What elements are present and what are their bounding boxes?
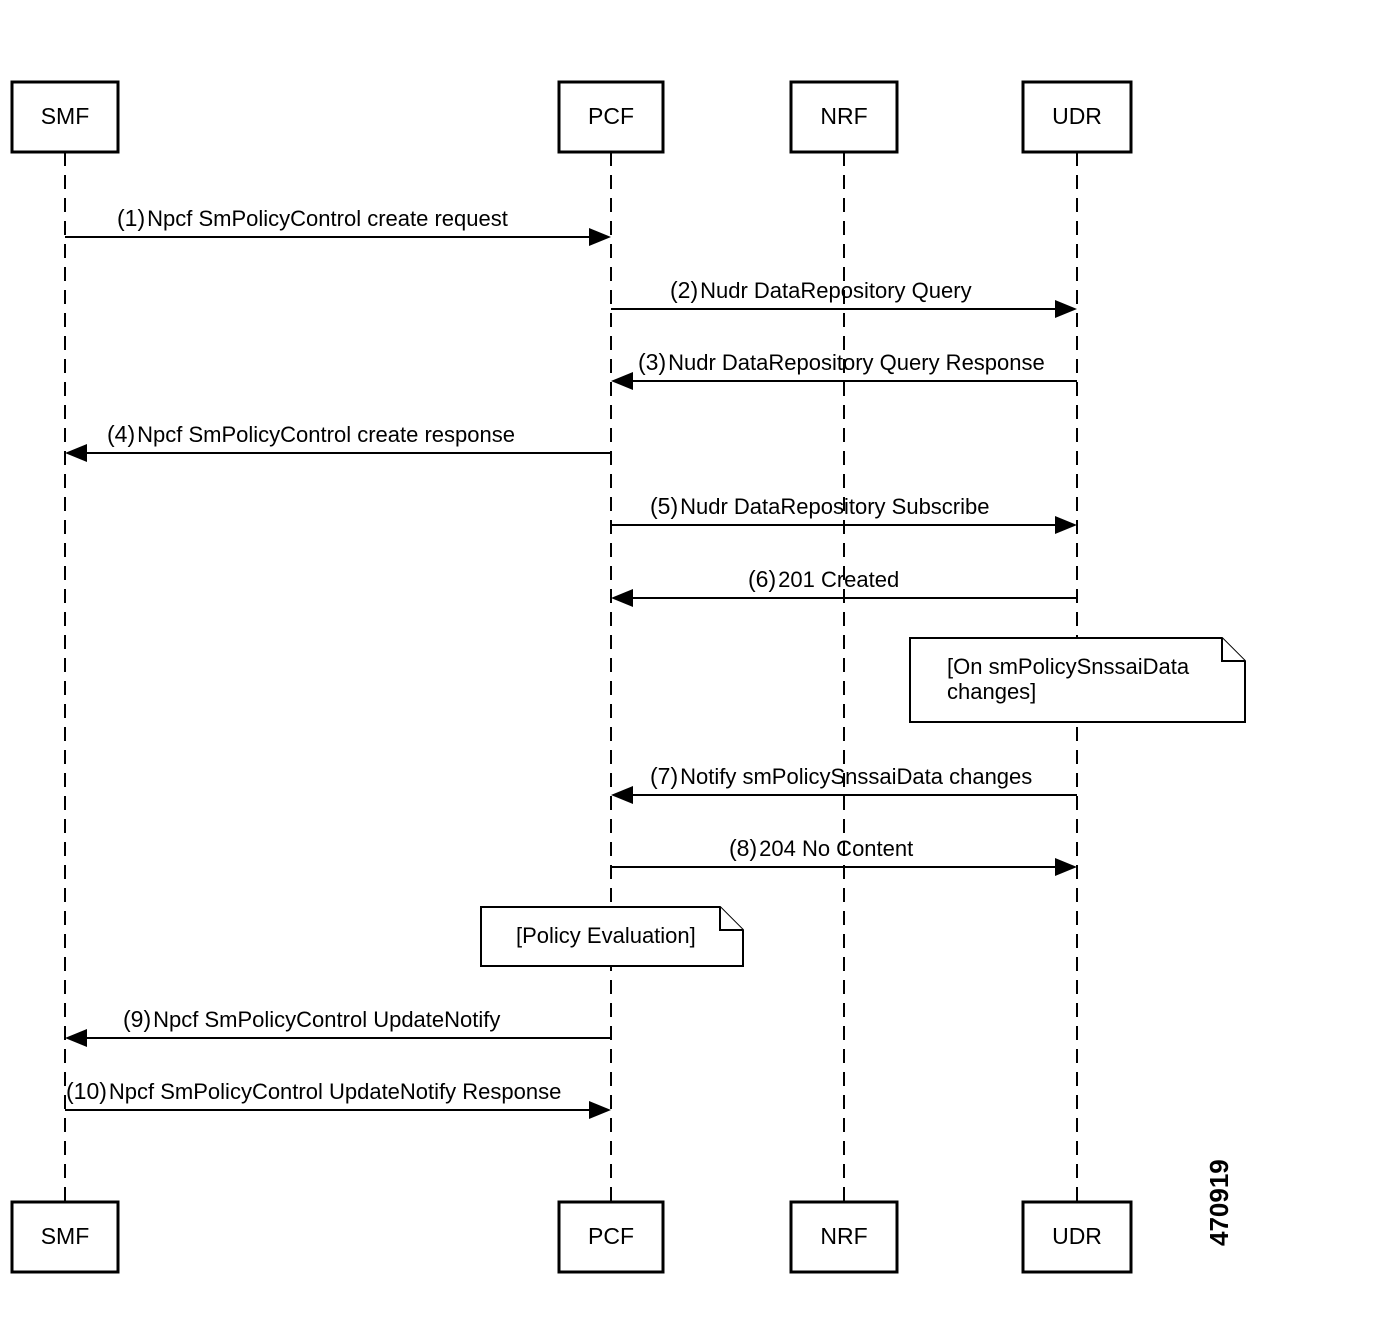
message-text: Nudr DataRepository Query	[700, 278, 971, 303]
participant-pcf-bottom: PCF	[557, 1200, 665, 1274]
arrowhead-icon	[611, 589, 633, 607]
message-text: Npcf SmPolicyControl create response	[137, 422, 515, 447]
message-label: (4)Npcf SmPolicyControl create response	[107, 421, 515, 447]
message-number: (2)	[670, 277, 698, 303]
participant-label: PCF	[588, 103, 634, 129]
message-label: (9)Npcf SmPolicyControl UpdateNotify	[123, 1006, 500, 1032]
message-3: (3)Nudr DataRepository Query Response	[611, 349, 1077, 390]
message-text: 204 No Content	[759, 836, 913, 861]
message-label: (8)204 No Content	[729, 835, 913, 861]
message-8: (8)204 No Content	[611, 835, 1077, 876]
note-policy-evaluation: [Policy Evaluation]	[480, 906, 744, 967]
arrowhead-icon	[1055, 516, 1077, 534]
messages-group: (1)Npcf SmPolicyControl create request (2…	[65, 205, 1077, 1119]
note-line: [Policy Evaluation]	[516, 923, 696, 948]
message-9: (9)Npcf SmPolicyControl UpdateNotify	[65, 1006, 611, 1047]
participant-udr-top: UDR	[1021, 80, 1133, 154]
message-label: (6)201 Created	[748, 566, 899, 592]
arrowhead-icon	[1055, 858, 1077, 876]
message-label: (3)Nudr DataRepository Query Response	[638, 349, 1045, 375]
message-number: (8)	[729, 835, 757, 861]
participant-smf-top: SMF	[10, 80, 120, 154]
message-7: (7)Notify smPolicySnssaiData changes	[611, 763, 1077, 804]
message-2: (2)Nudr DataRepository Query	[611, 277, 1077, 318]
message-label: (10)Npcf SmPolicyControl UpdateNotify Re…	[66, 1078, 561, 1104]
message-text: Nudr DataRepository Query Response	[668, 350, 1045, 375]
message-number: (3)	[638, 349, 666, 375]
message-number: (9)	[123, 1006, 151, 1032]
arrowhead-icon	[611, 786, 633, 804]
participant-udr-bottom: UDR	[1021, 1200, 1133, 1274]
message-6: (6)201 Created	[611, 566, 1077, 607]
message-10: (10)Npcf SmPolicyControl UpdateNotify Re…	[65, 1078, 611, 1119]
participant-label: NRF	[820, 1223, 867, 1249]
participant-label: PCF	[588, 1223, 634, 1249]
arrowhead-icon	[611, 372, 633, 390]
message-label: (2)Nudr DataRepository Query	[670, 277, 972, 303]
participant-label: UDR	[1052, 103, 1102, 129]
arrowhead-icon	[65, 1029, 87, 1047]
note-line: changes]	[947, 679, 1036, 704]
message-label: (7)Notify smPolicySnssaiData changes	[650, 763, 1032, 789]
message-4: (4)Npcf SmPolicyControl create response	[65, 421, 611, 462]
arrowhead-icon	[1055, 300, 1077, 318]
message-text: Nudr DataRepository Subscribe	[680, 494, 989, 519]
message-text: Npcf SmPolicyControl UpdateNotify Respon…	[109, 1079, 561, 1104]
participant-nrf-top: NRF	[789, 80, 899, 154]
message-label: (1)Npcf SmPolicyControl create request	[117, 205, 508, 231]
arrowhead-icon	[589, 228, 611, 246]
message-number: (1)	[117, 205, 145, 231]
participant-pcf-top: PCF	[557, 80, 665, 154]
message-5: (5)Nudr DataRepository Subscribe	[611, 493, 1077, 534]
message-number: (5)	[650, 493, 678, 519]
participant-smf-bottom: SMF	[10, 1200, 120, 1274]
message-number: (10)	[66, 1078, 107, 1104]
message-label: (5)Nudr DataRepository Subscribe	[650, 493, 990, 519]
participant-label: UDR	[1052, 1223, 1102, 1249]
arrowhead-icon	[65, 444, 87, 462]
note-line: [On smPolicySnssaiData	[947, 654, 1190, 679]
arrowhead-icon	[589, 1101, 611, 1119]
participant-nrf-bottom: NRF	[789, 1200, 899, 1274]
figure-id: 470919	[1204, 1159, 1234, 1246]
message-text: Npcf SmPolicyControl create request	[147, 206, 508, 231]
message-text: 201 Created	[778, 567, 899, 592]
message-number: (6)	[748, 566, 776, 592]
participant-label: NRF	[820, 103, 867, 129]
message-text: Notify smPolicySnssaiData changes	[680, 764, 1032, 789]
note-snssai-data-changes: [On smPolicySnssaiData changes]	[909, 637, 1246, 723]
participant-label: SMF	[41, 1223, 90, 1249]
message-text: Npcf SmPolicyControl UpdateNotify	[153, 1007, 500, 1032]
message-number: (4)	[107, 421, 135, 447]
message-number: (7)	[650, 763, 678, 789]
participant-label: SMF	[41, 103, 90, 129]
message-1: (1)Npcf SmPolicyControl create request	[65, 205, 611, 246]
